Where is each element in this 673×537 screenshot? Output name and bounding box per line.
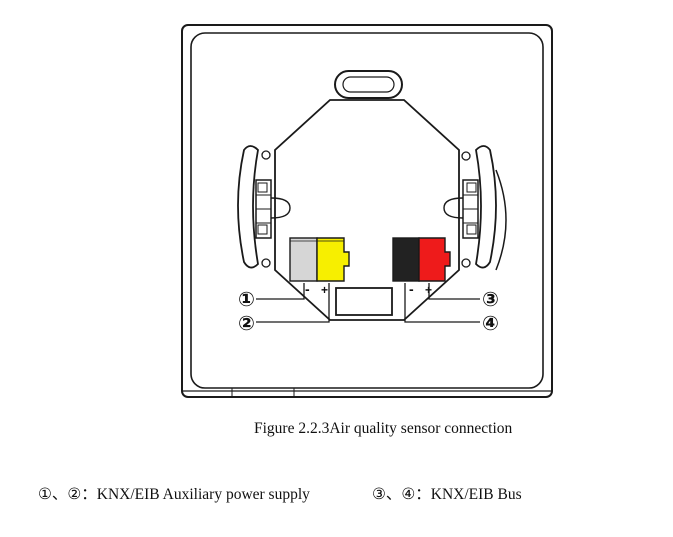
plate-screw-top-left [261, 150, 271, 160]
lead-line-4 [404, 283, 480, 323]
legend-aux-power: ①、②：KNX/EIB Auxiliary power supply [38, 486, 310, 503]
plate-screw-bottom-right [461, 258, 471, 268]
terminal-block-left-grey [289, 237, 318, 282]
right-clip-tooth [466, 182, 477, 193]
plate-screw-top-right [461, 151, 471, 161]
right-clip-tooth [466, 224, 477, 235]
device-inner-frame [190, 32, 544, 389]
terminal-block-right-red [418, 237, 451, 282]
terminal-block-left-yellow [316, 237, 350, 282]
terminal-marker-4: ④ [482, 311, 499, 335]
top-mounting-slot-inner [342, 76, 395, 93]
lead-line-3 [428, 283, 480, 300]
polarity-right-minus: - [409, 281, 414, 297]
plate-screw-bottom-left [261, 258, 271, 268]
terminal-marker-1: ① [238, 287, 255, 311]
right-side-slot [475, 145, 497, 269]
lead-line-2 [256, 283, 330, 323]
left-side-slot [237, 145, 259, 269]
right-side-slot-curve [495, 169, 507, 271]
left-clip-tooth [257, 182, 268, 193]
polarity-left-minus: - [305, 281, 310, 297]
top-mounting-slot [334, 70, 403, 99]
terminal-marker-3: ③ [482, 287, 499, 311]
device-outer-frame [181, 24, 553, 398]
terminal-marker-2: ② [238, 311, 255, 335]
center-connector [335, 287, 393, 316]
right-clip-knob [443, 197, 464, 219]
figure-caption: Figure 2.2.3Air quality sensor connectio… [254, 420, 513, 437]
left-clip-knob [270, 197, 291, 219]
terminal-block-right-black [392, 237, 420, 282]
lead-line-1 [256, 283, 305, 300]
legend-bus: ③、④：KNX/EIB Bus [372, 486, 522, 503]
polarity-left-plus: + [321, 283, 328, 297]
left-clip-tooth [257, 224, 268, 235]
